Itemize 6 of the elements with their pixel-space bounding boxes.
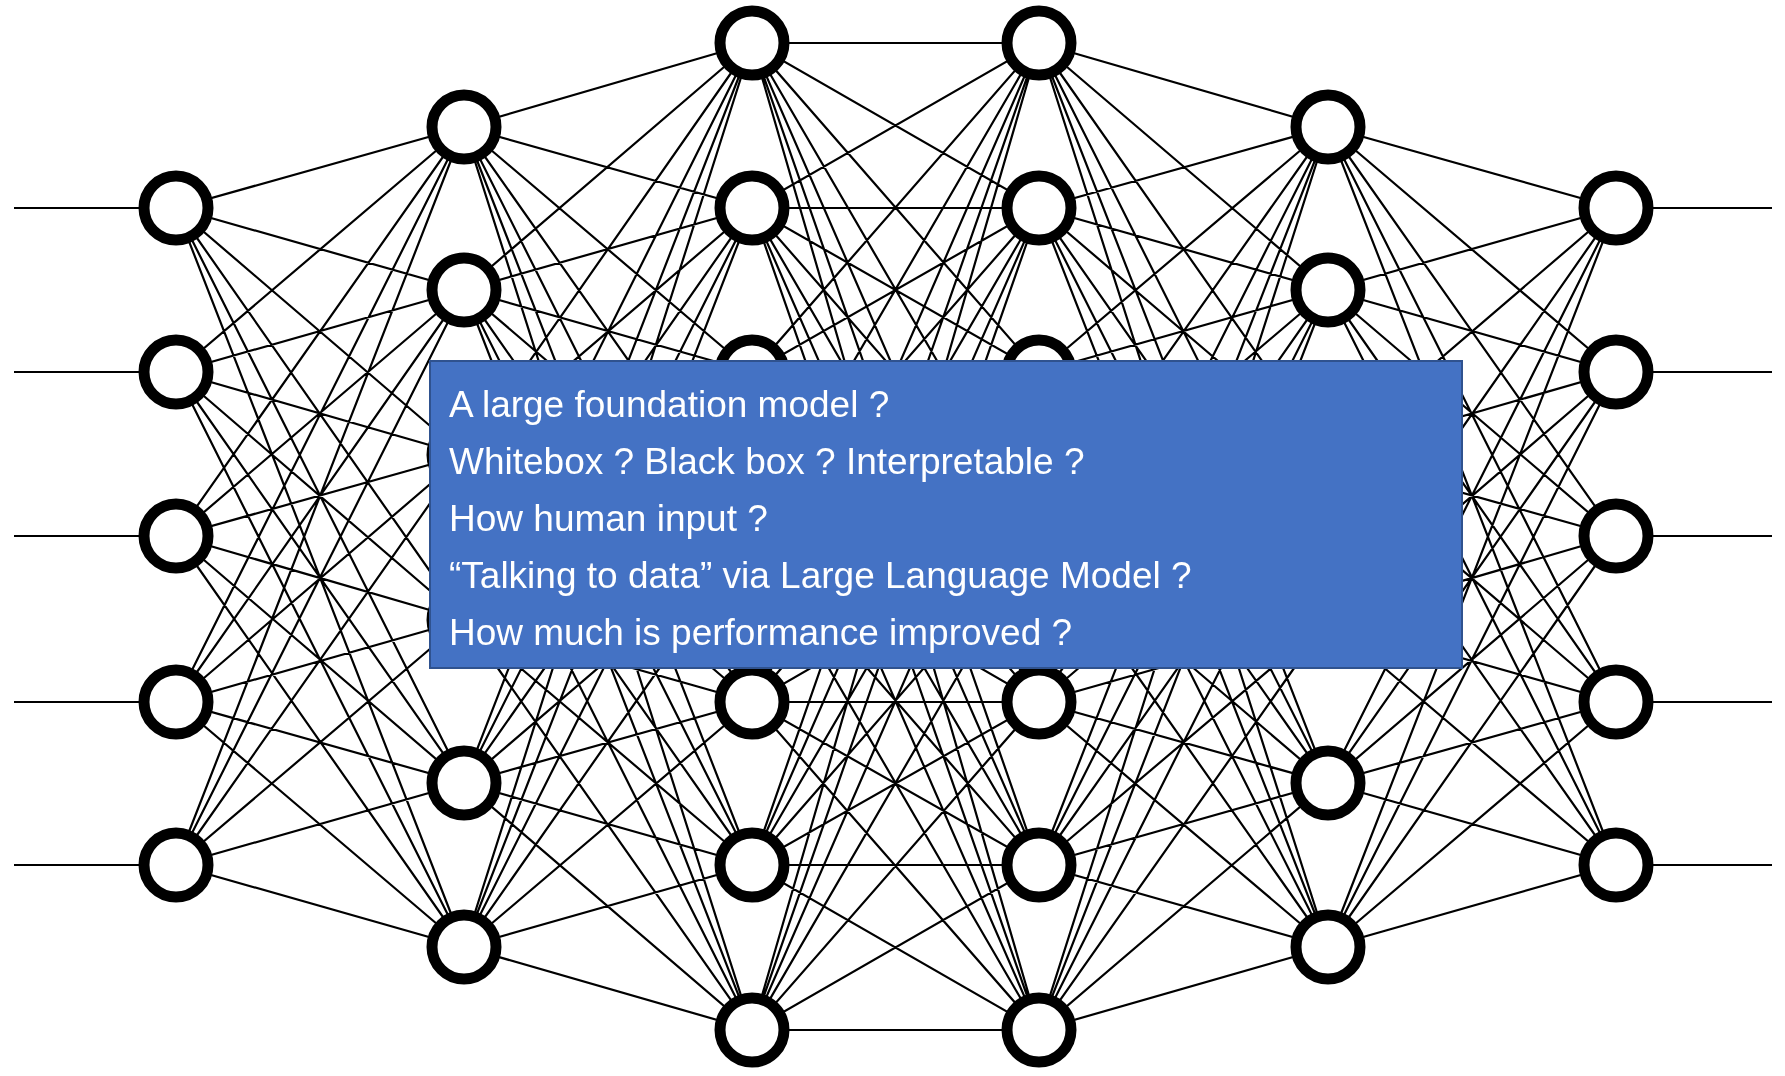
question-text: How much is performance improved ? — [449, 611, 1074, 655]
text-panel — [429, 360, 1463, 669]
question-text: A large foundation model ? — [449, 383, 891, 427]
question-text: How human input ? — [449, 497, 769, 541]
question-text: Whitebox ? Black box ? Interpretable ? — [449, 440, 1086, 484]
question-text: “Talking to data” via Large Language Model ? — [449, 554, 1193, 598]
